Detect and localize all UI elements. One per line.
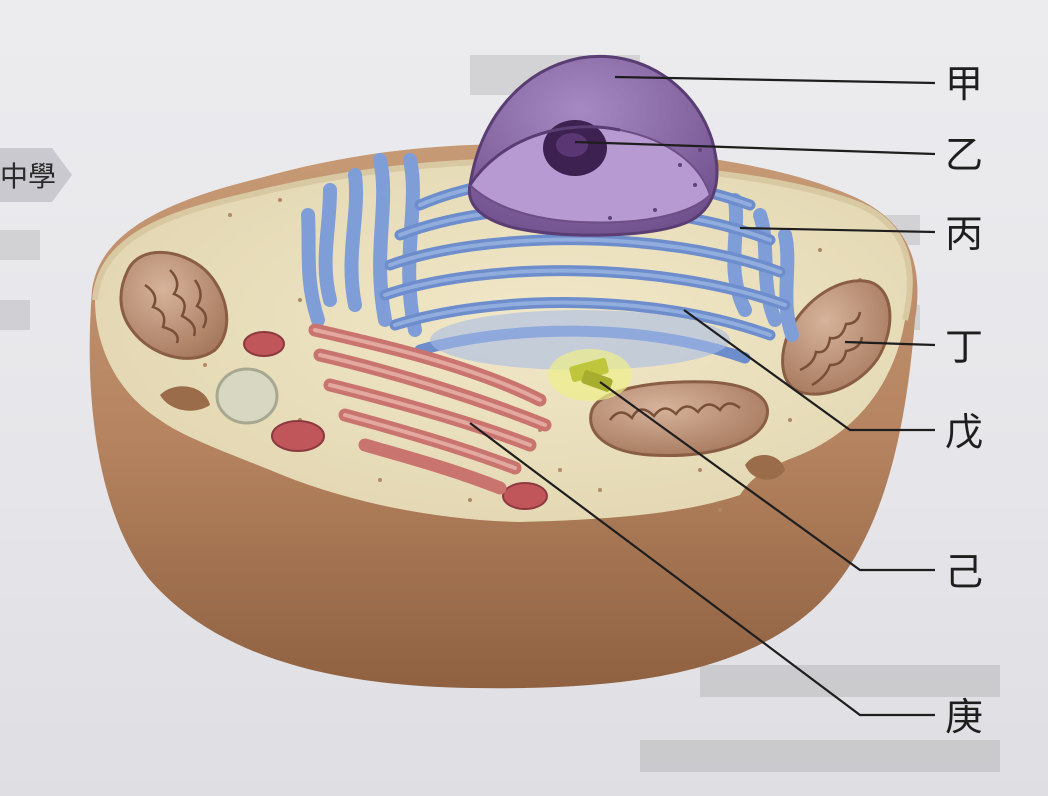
leader-line-yi <box>574 140 936 156</box>
endoplasmic-reticulum <box>301 153 799 370</box>
label-jia: 甲 <box>945 62 983 106</box>
golgi-apparatus <box>308 323 552 495</box>
label-yi: 乙 <box>945 133 983 177</box>
leader-lines <box>469 75 936 717</box>
label-geng: 庚 <box>945 695 983 739</box>
label-bing: 丙 <box>945 212 983 256</box>
mitochondrion-middle <box>589 380 769 457</box>
label-ding: 丁 <box>945 325 983 369</box>
leader-line-ding <box>844 340 936 347</box>
leader-line-ji <box>599 381 935 572</box>
leader-line-wu <box>683 309 935 432</box>
section-tab: 中學 <box>0 148 72 202</box>
leader-line-jia <box>614 75 936 85</box>
leader-line-geng <box>469 422 935 717</box>
section-tab-text: 中學 <box>0 160 56 193</box>
centrosome <box>548 349 632 401</box>
vesicle <box>215 367 279 425</box>
lysosomes <box>243 331 548 510</box>
mitochondrion-right <box>781 279 892 396</box>
nucleus <box>467 55 719 237</box>
label-wu: 戊 <box>945 410 983 454</box>
mitochondrion-left <box>119 250 229 360</box>
diagram-labels: 甲 乙 丙 丁 戊 己 庚 <box>945 62 983 739</box>
rim-notches <box>160 386 785 480</box>
background-text-ghost <box>0 55 1000 772</box>
label-ji: 己 <box>945 550 983 594</box>
leader-line-bing <box>739 226 936 234</box>
